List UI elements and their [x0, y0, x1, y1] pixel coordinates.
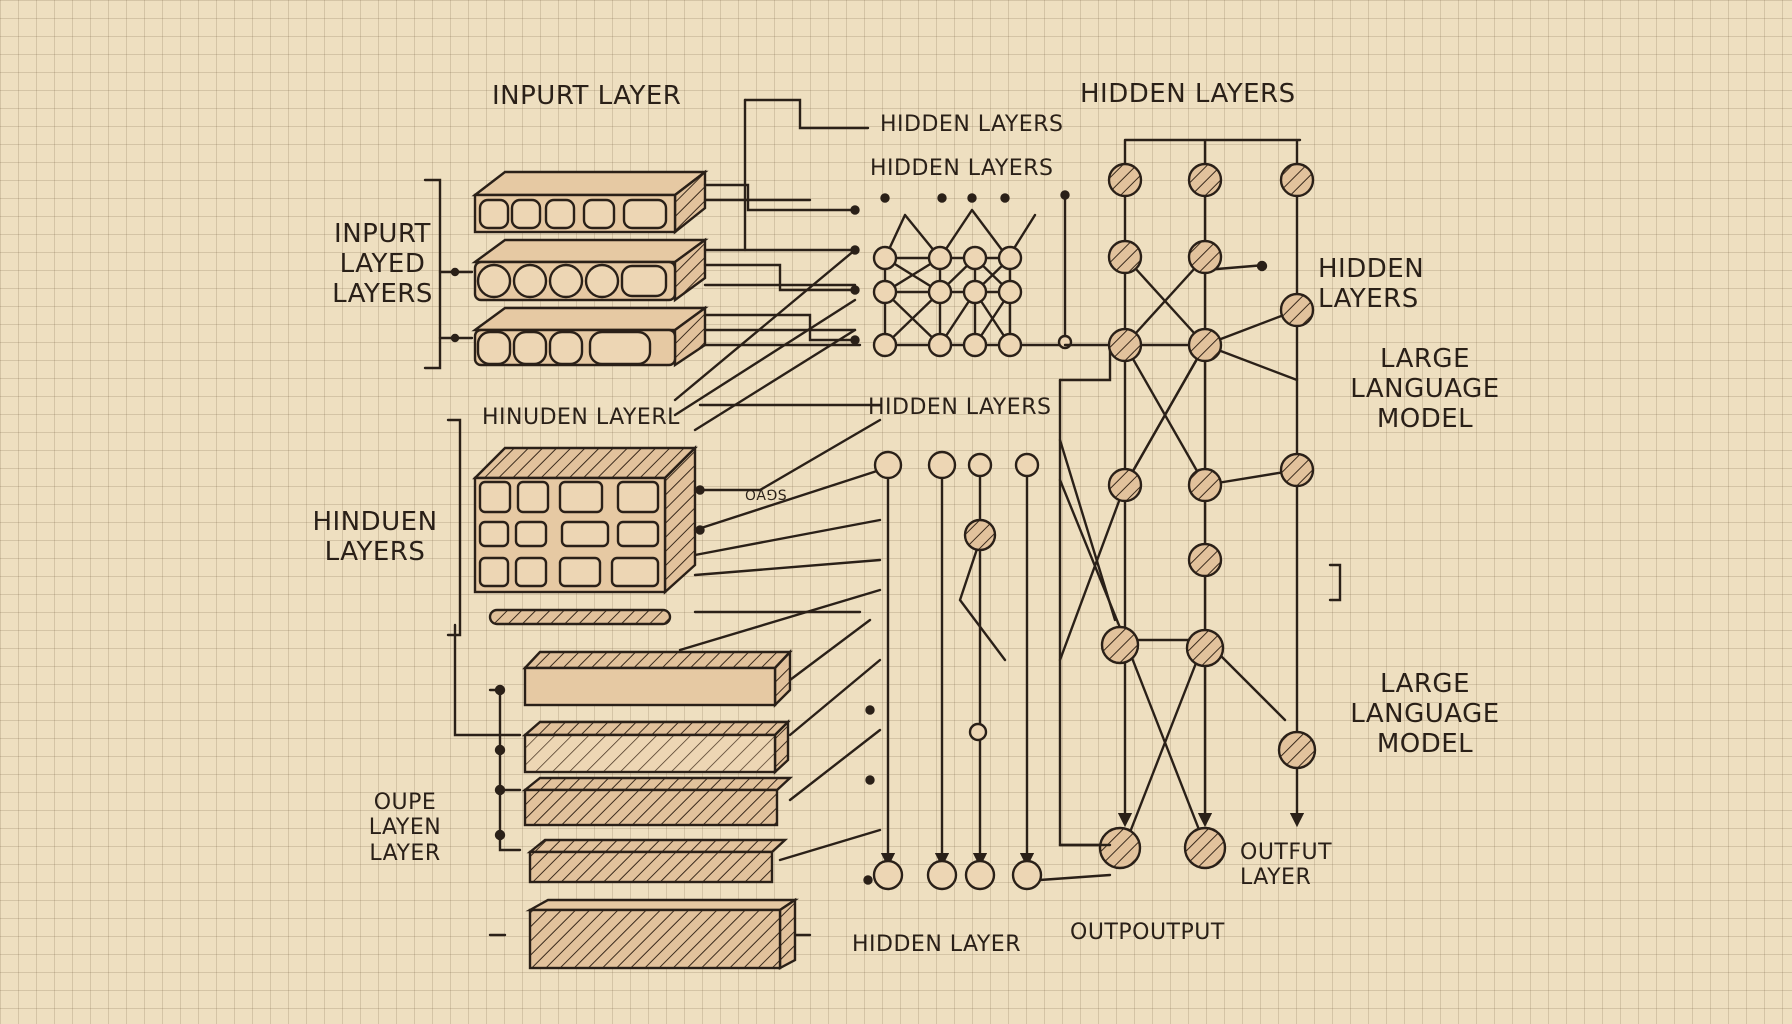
hidden-layers-title-right: HIDDEN LAYERS: [1080, 79, 1296, 109]
hidden-layer-bottom-label: HIDDEN LAYER: [852, 932, 1021, 957]
hidden-layers-right-label: HIDDEN LAYERS: [1318, 254, 1425, 314]
hidden-layers-label-a: HIDDEN LAYERS: [880, 112, 1064, 137]
input-layed-layers-label: INPURT LAYED LAYERS: [332, 219, 433, 309]
right-vertical-network: [1058, 138, 1342, 870]
hinduen-layers-label: HINDUEN LAYERS: [312, 507, 438, 567]
input-layer-title: INPURT LAYER: [492, 81, 682, 111]
lower-slab-stack: [453, 618, 882, 970]
connector-lines-top: [673, 98, 882, 432]
input-block-stack: [423, 169, 709, 370]
large-language-model-label-b: LARGE LANGUAGE MODEL: [1350, 669, 1500, 759]
top-mesh-network: [872, 190, 1112, 382]
bottom-mid-network: [863, 438, 1117, 891]
hidden-block-stack: [446, 418, 882, 652]
output-layer-label-right: OUTFUT LAYER: [1240, 840, 1333, 891]
hidden-layers-label-b: HIDDEN LAYERS: [870, 156, 1054, 181]
output-layer-label-left: OUPE LAYEN LAYER: [368, 790, 442, 866]
outpoutput-label: OUTPOUTPUT: [1070, 920, 1225, 945]
hinuden-layerl-label: HINUDEN LAYERL: [482, 405, 680, 430]
hidden-layers-center-label: HIDDEN LAYERS: [868, 395, 1052, 420]
scribble-label: ꝺa⅁s: [745, 488, 788, 504]
large-language-model-label-a: LARGE LANGUAGE MODEL: [1350, 344, 1500, 434]
